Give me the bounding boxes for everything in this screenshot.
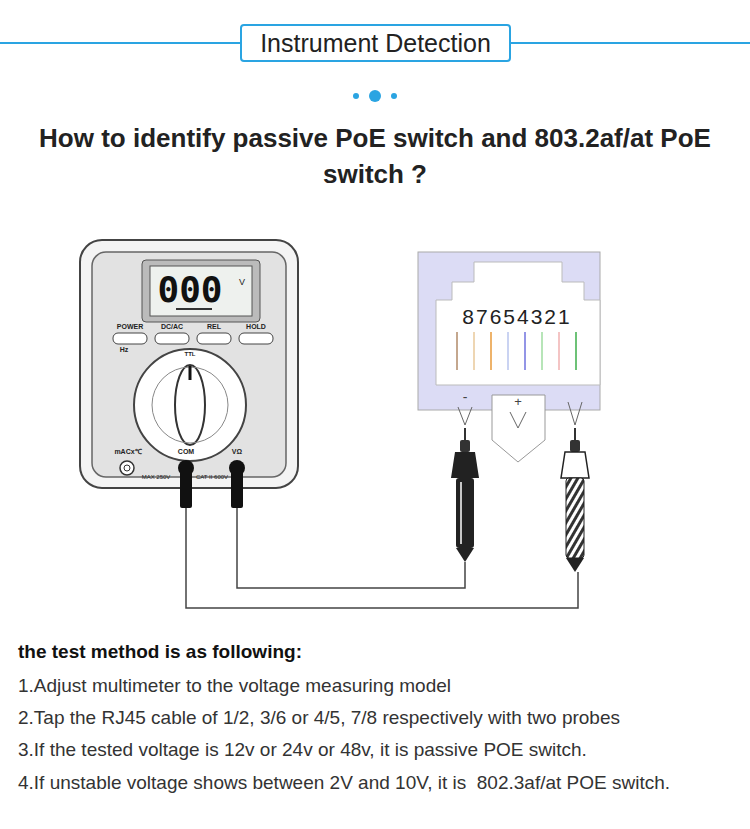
- display-reading: 000: [157, 268, 222, 311]
- jack-label: VΩ: [232, 448, 242, 456]
- dot: [353, 93, 359, 99]
- button-label: HOLD: [246, 323, 266, 331]
- method-step: 1.Adjust multimeter to the voltage measu…: [18, 675, 451, 698]
- method-step: 3.If the tested voltage is 12v or 24v or…: [18, 739, 587, 762]
- header-box: Instrument Detection: [240, 24, 511, 62]
- header-text: Instrument Detection: [260, 29, 491, 58]
- method-heading: the test method is as following:: [18, 641, 302, 664]
- method-step: 2.Tap the RJ45 cable of 1/2, 3/6 or 4/5,…: [18, 707, 620, 730]
- test-lead-wire: [186, 508, 578, 608]
- button-label: Hz: [120, 346, 129, 354]
- button-label: REL: [207, 323, 221, 331]
- dial-label: TTL: [185, 351, 196, 358]
- polarity-label: -: [463, 389, 468, 406]
- rating-label: CAT II 600V: [196, 474, 228, 481]
- method-step: 4.If unstable voltage shows between 2V a…: [18, 772, 670, 795]
- multimeter: [80, 240, 298, 508]
- button-label: DC/AC: [161, 323, 183, 331]
- black-probe: [451, 428, 479, 562]
- jack-label: mACx℃: [114, 448, 141, 456]
- test-lead-wire: [237, 508, 465, 588]
- page-title: How to identify passive PoE switch and 8…: [35, 120, 715, 193]
- unit-label: V: [239, 277, 245, 288]
- dot: [369, 90, 381, 102]
- dot: [391, 93, 397, 99]
- button-label: POWER: [117, 323, 143, 331]
- striped-probe: [561, 428, 589, 572]
- polarity-label: +: [514, 394, 522, 410]
- rating-label: MAX 250V: [142, 474, 171, 481]
- jack-label: COM: [178, 448, 194, 456]
- rj45-port: [418, 252, 600, 462]
- pin-numbers: 87654321: [462, 304, 571, 329]
